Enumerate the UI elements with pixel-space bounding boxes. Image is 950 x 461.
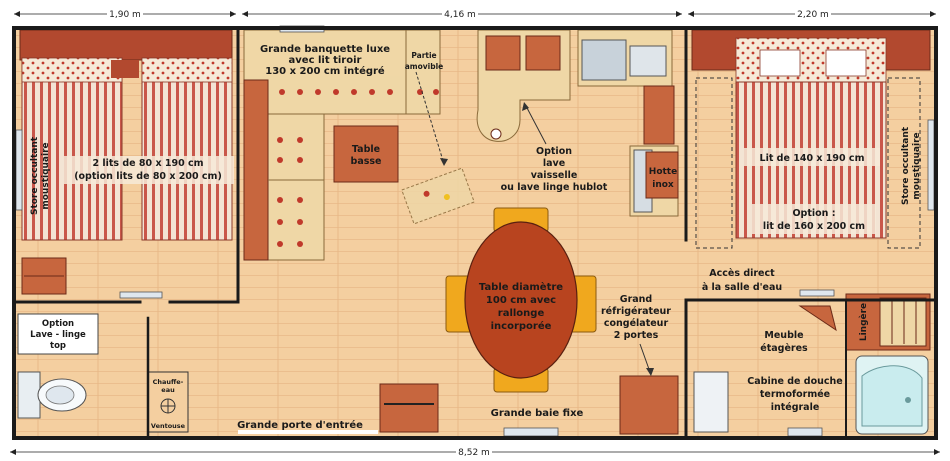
left-beds-label: 2 lits de 80 x 190 cm	[92, 158, 203, 169]
banquette-line3: 130 x 200 cm intégré	[265, 65, 385, 77]
bed-extension-right	[887, 77, 921, 249]
kitchen-tap-icon	[490, 128, 502, 140]
banquette-armrest	[243, 79, 269, 261]
outer-wall	[12, 26, 938, 440]
hood	[645, 151, 679, 199]
tall-cabinet	[643, 85, 675, 145]
right-bedroom: Lit de 140 x 190 cm Option : lit de 160 …	[691, 29, 935, 297]
window-right-mid	[799, 289, 835, 297]
dishwasher-option-line4: ou lave linge hublot	[501, 182, 608, 193]
walls	[12, 26, 938, 440]
banquette-line2: avec lit tiroir	[289, 55, 362, 66]
dim-right-width: 2,20 m	[797, 10, 829, 20]
dishwasher-option-line3: vaisselle	[531, 170, 578, 181]
hood-line2: inox	[652, 180, 674, 190]
dining-table	[464, 221, 578, 379]
left-beds-option: (option lits de 80 x 200 cm)	[74, 171, 222, 182]
dining-table-line3: rallonge	[498, 308, 545, 319]
master-bed-label: Lit de 140 x 190 cm	[760, 153, 865, 164]
washer-option-line1: Option	[42, 319, 74, 329]
dining-table-line1: Table diamètre	[479, 281, 563, 293]
fridge	[619, 375, 679, 435]
dining-table-line2: 100 cm avec	[486, 295, 556, 306]
headboard-left	[19, 29, 233, 61]
nightstand	[111, 60, 139, 78]
toilet-tank	[17, 371, 41, 419]
dim-total-length: 8,52 m	[458, 448, 490, 458]
bed-extension-left	[695, 77, 733, 249]
wc-area: Option Lave - linge top Chauffe- eau Ven…	[17, 313, 189, 433]
removable-part	[401, 167, 475, 225]
living-area: Grande banquette luxe avec lit tiroir 13…	[237, 25, 679, 437]
pillow-icon	[759, 49, 801, 77]
pillow-icon	[825, 49, 867, 77]
fridge-line4: 2 portes	[614, 330, 659, 341]
bathroom: Lingère Meuble étagères Cabine de douche…	[693, 293, 931, 437]
washer-option-box	[17, 313, 99, 355]
washbasin	[693, 371, 729, 433]
shower-line1: Cabine de douche	[747, 376, 842, 387]
dining-set: Table diamètre 100 cm avec rallonge inco…	[445, 207, 597, 393]
shelf-unit-line2: étagères	[760, 343, 808, 354]
partie-amovible-line1: Partie	[411, 51, 436, 60]
bay-window-label: Grande baie fixe	[491, 408, 584, 419]
dim-center-width: 4,16 m	[444, 10, 476, 20]
washer-option-line3: top	[50, 341, 66, 351]
dishwasher-option-line2: lave	[543, 158, 565, 169]
entrance-door-label: Grande porte d'entrée	[237, 419, 363, 431]
coffee-table	[333, 125, 399, 183]
fridge-line1: Grand	[620, 294, 652, 305]
window-right	[927, 119, 935, 211]
cabinet	[525, 35, 561, 71]
dim-left-width: 1,90 m	[109, 10, 141, 20]
bath-access-line1: Accès direct	[709, 268, 775, 279]
linen-label: Lingère	[858, 303, 869, 341]
bath-access-line2: à la salle d'eau	[702, 282, 782, 293]
hood-line1: Hotte	[649, 167, 677, 177]
dimension-lines: 1,90 m 4,16 m 2,20 m 8,52 m	[10, 8, 940, 458]
blind-left-line1: Store occultant	[30, 136, 40, 215]
window-left	[15, 129, 23, 211]
blind-right-line1: Store occultant	[901, 126, 911, 205]
pillow-icon	[21, 57, 123, 83]
shower-line3: intégrale	[771, 402, 820, 413]
window-left-bottom	[119, 291, 163, 299]
window-bath	[787, 427, 823, 437]
shelf-unit-line1: Meuble	[764, 330, 803, 341]
fridge-line2: réfrigérateur	[601, 306, 671, 317]
table-basse-line1: Table	[352, 144, 380, 155]
master-option-line1: Option :	[792, 208, 835, 219]
washer-option-line2: Lave - linge	[30, 330, 86, 340]
pillow-icon	[141, 57, 233, 83]
blind-right-line2: moustiquaire	[912, 132, 922, 199]
dining-table-line4: incorporée	[491, 320, 552, 332]
dishwasher-option-line1: Option	[536, 146, 572, 157]
dishwasher-slot	[485, 35, 521, 71]
shower-line2: termoformée	[760, 389, 830, 400]
shower-icon	[861, 365, 923, 427]
sink-icon	[581, 39, 627, 81]
ventouse-label: Ventouse	[151, 422, 186, 430]
cushion-pattern	[277, 89, 439, 247]
boiler-line2: eau	[161, 386, 175, 394]
left-bedroom: Store occultant moustiquaire 2 lits de 8…	[15, 29, 234, 299]
blind-left-line2: moustiquaire	[41, 142, 51, 209]
fridge-line3: congélateur	[604, 318, 669, 329]
drainboard	[629, 45, 667, 77]
partie-amovible-line2: amovible	[405, 62, 444, 71]
table-basse-line2: basse	[351, 156, 382, 167]
boiler-line1: Chauffe-	[153, 378, 184, 386]
single-bed-2	[141, 57, 233, 241]
heater-cabinet	[379, 383, 439, 433]
bay-window	[503, 427, 559, 437]
shelf-unit	[798, 305, 837, 332]
banquette-line1: Grande banquette luxe	[260, 44, 390, 55]
master-option-line2: lit de 160 x 200 cm	[763, 221, 865, 232]
